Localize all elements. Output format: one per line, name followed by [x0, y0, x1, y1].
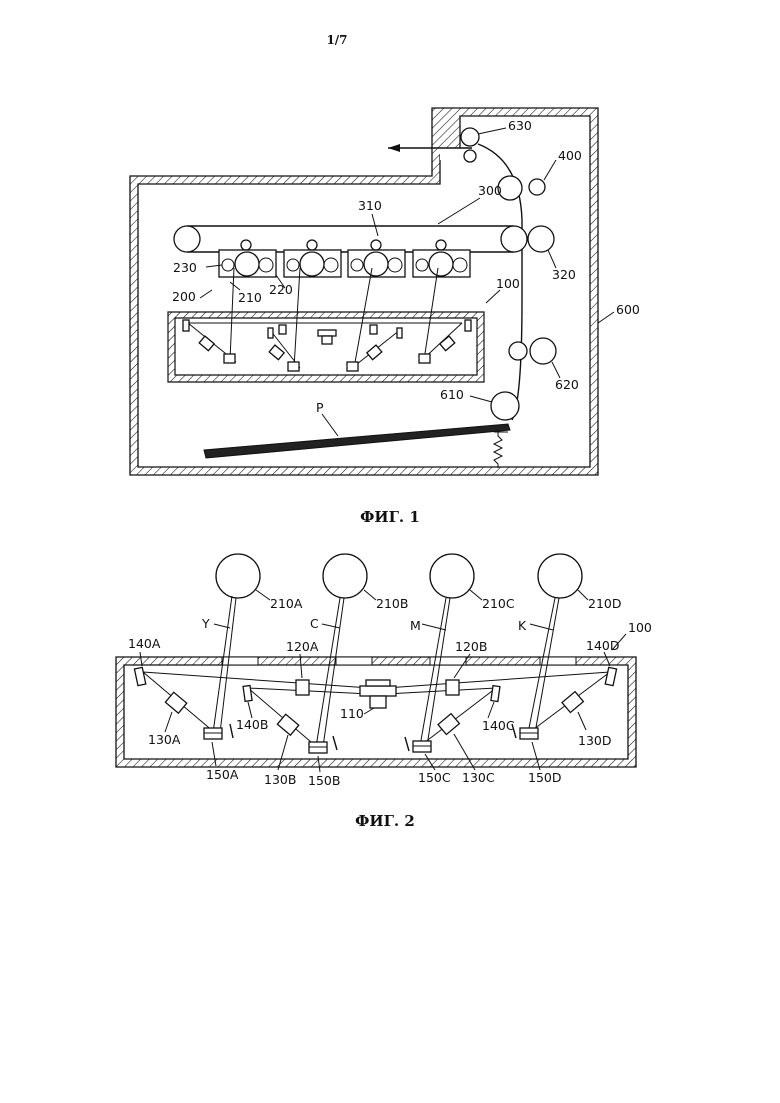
- label-150C: 150C: [418, 770, 451, 785]
- label-150B: 150B: [308, 773, 340, 788]
- label-130C: 130C: [462, 770, 495, 785]
- mirror-140A: [134, 667, 145, 685]
- scanning-unit-100: [168, 268, 484, 382]
- figure-1: 630 400 310 300 320 230 220 210 200 100 …: [130, 108, 640, 526]
- label-610: 610: [440, 387, 464, 402]
- figure-2: 210A 210B 210C 210D Y C M K 100 140A 120…: [116, 554, 652, 830]
- label-C: C: [310, 616, 319, 631]
- mirror-150B: [309, 736, 337, 753]
- label-600: 600: [616, 302, 640, 317]
- label-K: K: [518, 618, 527, 633]
- label-140A: 140A: [128, 636, 161, 651]
- label-130D: 130D: [578, 733, 611, 748]
- drum-210D: [538, 554, 582, 598]
- label-100-fig2: 100: [628, 620, 652, 635]
- label-400: 400: [558, 148, 582, 163]
- transfer-belt-300: [174, 226, 527, 252]
- drum-210C: [430, 554, 474, 598]
- mirror-150A: [204, 724, 233, 739]
- label-310: 310: [358, 198, 382, 213]
- label-140C: 140C: [482, 718, 515, 733]
- drum-210B: [323, 554, 367, 598]
- label-200: 200: [172, 289, 196, 304]
- label-130A: 130A: [148, 732, 181, 747]
- lens-120A: [296, 680, 309, 695]
- label-140D: 140D: [586, 638, 619, 653]
- lens-120B: [446, 680, 459, 695]
- drum-210A: [216, 554, 260, 598]
- label-110: 110: [340, 706, 364, 721]
- page-number: 1/7: [326, 33, 347, 47]
- label-M: M: [410, 618, 421, 633]
- figure-2-caption: ФИГ. 2: [355, 812, 415, 830]
- paper-tray-P: [204, 424, 510, 468]
- figure-1-caption: ФИГ. 1: [360, 508, 420, 526]
- label-210A: 210A: [270, 596, 303, 611]
- label-210: 210: [238, 290, 262, 305]
- label-150D: 150D: [528, 770, 561, 785]
- label-620: 620: [555, 377, 579, 392]
- mirror-140D: [605, 667, 616, 685]
- mirror-140B: [243, 686, 252, 702]
- mirror-130A: [165, 692, 186, 713]
- label-630: 630: [508, 118, 532, 133]
- mirror-130C: [438, 714, 459, 735]
- pickup-roller-610: [491, 392, 519, 420]
- housing-600: [130, 108, 598, 475]
- label-210C: 210C: [482, 596, 515, 611]
- label-300: 300: [478, 183, 502, 198]
- mirror-140C: [491, 686, 500, 702]
- scanning-unit-100-detail: [116, 657, 636, 767]
- image-units-200: [219, 240, 470, 277]
- exit-roller-630: [461, 128, 479, 146]
- label-320: 320: [552, 267, 576, 282]
- roller-620: [509, 342, 527, 360]
- laser-beams: [143, 596, 610, 748]
- label-230: 230: [173, 260, 197, 275]
- label-120B: 120B: [455, 639, 487, 654]
- label-210D: 210D: [588, 596, 621, 611]
- mirror-150D: [512, 724, 538, 739]
- label-220: 220: [269, 282, 293, 297]
- mirror-150C: [405, 737, 431, 752]
- label-210B: 210B: [376, 596, 408, 611]
- polygon-mirror-110: [360, 680, 396, 708]
- roller-320: [528, 226, 554, 252]
- label-P: P: [316, 400, 324, 415]
- label-Y: Y: [201, 616, 210, 631]
- mirror-130B: [277, 714, 298, 735]
- label-150A: 150A: [206, 767, 239, 782]
- label-120A: 120A: [286, 639, 319, 654]
- label-130B: 130B: [264, 772, 296, 787]
- label-100-fig1: 100: [496, 276, 520, 291]
- label-140B: 140B: [236, 717, 268, 732]
